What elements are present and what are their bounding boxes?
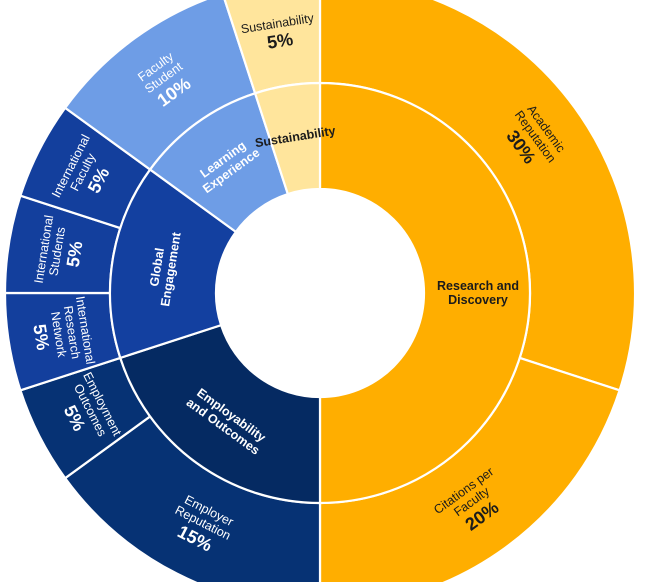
inner-label-name: Research and bbox=[437, 279, 519, 293]
outer-label-pct: 5% bbox=[29, 323, 53, 352]
center-hole bbox=[216, 189, 424, 397]
outer-ring bbox=[3, 0, 637, 582]
inner-ring bbox=[108, 81, 532, 505]
inner-label-name: Global bbox=[147, 247, 167, 288]
outer-label-pct: 5% bbox=[63, 240, 87, 269]
outer-label-pct: 5% bbox=[266, 29, 295, 53]
inner-label-name: Discovery bbox=[448, 293, 508, 307]
